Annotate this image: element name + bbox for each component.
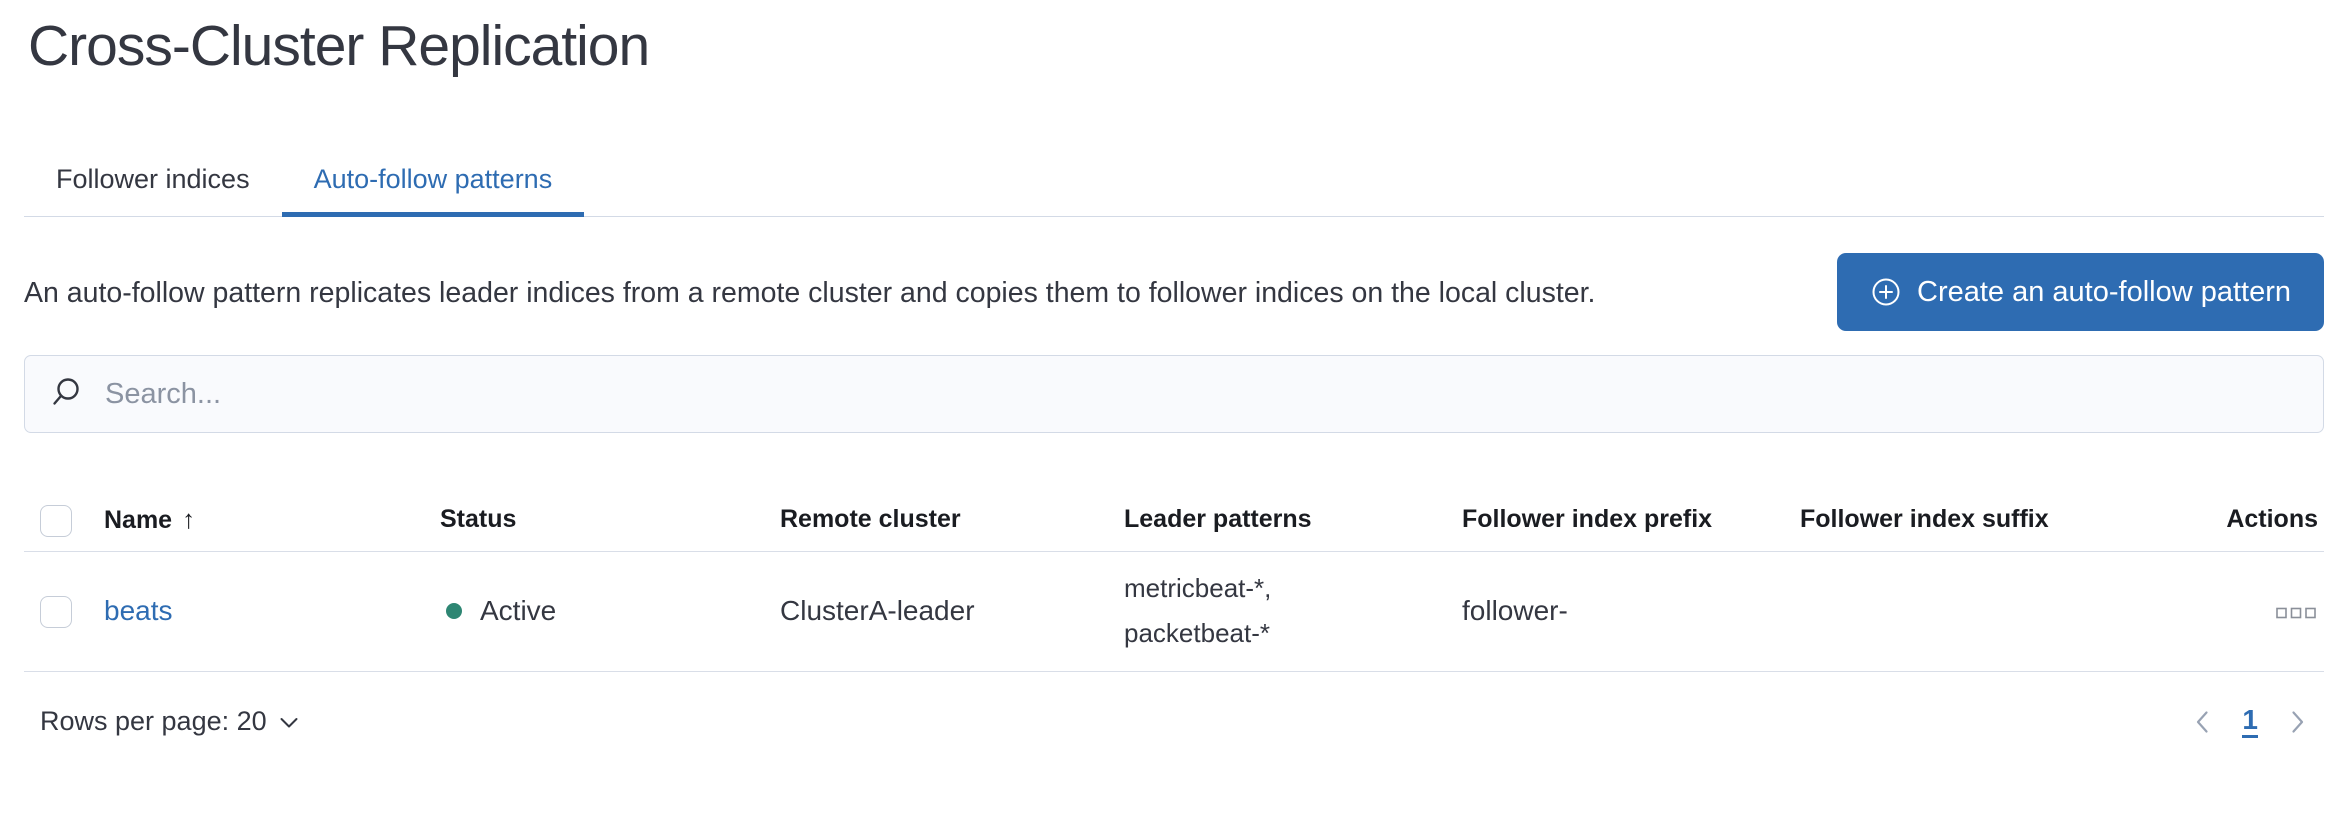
column-header-follower-index-suffix: Follower index suffix (1800, 505, 2049, 534)
boxes-horizontal-icon (2276, 607, 2316, 620)
column-header-name[interactable]: Name ↑ (88, 489, 424, 551)
rows-per-page-button[interactable]: Rows per page: 20 (24, 706, 299, 737)
page-title: Cross-Cluster Replication (28, 14, 650, 78)
column-header-actions: Actions (2226, 505, 2318, 534)
table-header-row: Name ↑ Status Remote cluster Leader patte… (24, 489, 2324, 551)
chevron-left-icon (2194, 709, 2210, 735)
create-button-label: Create an auto-follow pattern (1917, 275, 2291, 308)
tab-auto-follow-patterns[interactable]: Auto-follow patterns (281, 132, 585, 217)
tab-follower-indices[interactable]: Follower indices (24, 132, 282, 216)
tab-label: Follower indices (56, 164, 250, 194)
leader-pattern-line: packetbeat-* (1124, 618, 1270, 648)
table-footer: Rows per page: 20 1 (24, 694, 2324, 750)
chevron-right-icon (2290, 709, 2306, 735)
column-header-follower-index-prefix: Follower index prefix (1462, 505, 1713, 534)
row-checkbox[interactable] (40, 596, 72, 628)
remote-cluster-cell: ClusterA-leader (780, 595, 975, 626)
page-description: An auto-follow pattern replicates leader… (24, 277, 1596, 309)
table-row: beats Active ClusterA-leader metricbeat-… (24, 551, 2324, 671)
leader-patterns-cell: metricbeat-*, packetbeat-* (1124, 566, 1438, 656)
status-label: Active (480, 595, 557, 626)
select-all-checkbox[interactable] (40, 504, 72, 537)
row-actions-button[interactable] (2274, 603, 2318, 624)
rows-per-page-label: Rows per page: 20 (40, 706, 267, 736)
follower-index-prefix-cell: follower- (1462, 595, 1568, 626)
column-header-remote-cluster: Remote cluster (780, 505, 961, 534)
create-auto-follow-pattern-button[interactable]: Create an auto-follow pattern (1837, 253, 2324, 331)
search-icon (49, 375, 83, 414)
intro-section: An auto-follow pattern replicates leader… (24, 253, 2324, 331)
arrow-up-icon: ↑ (182, 504, 196, 535)
status-dot-icon (446, 603, 462, 619)
tab-label: Auto-follow patterns (313, 164, 553, 194)
plus-in-circle-icon (1870, 276, 1902, 308)
column-header-status: Status (440, 505, 517, 534)
previous-page-button[interactable] (2192, 707, 2212, 737)
column-header-leader-patterns: Leader patterns (1124, 505, 1312, 534)
follower-index-suffix-cell (1784, 551, 2122, 671)
cross-cluster-replication-page: Cross-Cluster Replication Follower indic… (0, 14, 2336, 750)
pagination: 1 (2192, 705, 2324, 738)
search-input[interactable] (105, 356, 2323, 432)
search-bar (24, 355, 2324, 433)
auto-follow-patterns-table: Name ↑ Status Remote cluster Leader patte… (24, 489, 2324, 672)
pattern-name-link[interactable]: beats (104, 595, 173, 626)
page-1-button[interactable]: 1 (2242, 705, 2258, 738)
column-header-label: Name (104, 506, 173, 535)
next-page-button[interactable] (2288, 707, 2308, 737)
tab-bar: Follower indices Auto-follow patterns (24, 132, 2324, 217)
leader-pattern-line: metricbeat-*, (1124, 573, 1272, 603)
chevron-down-icon (279, 706, 299, 737)
